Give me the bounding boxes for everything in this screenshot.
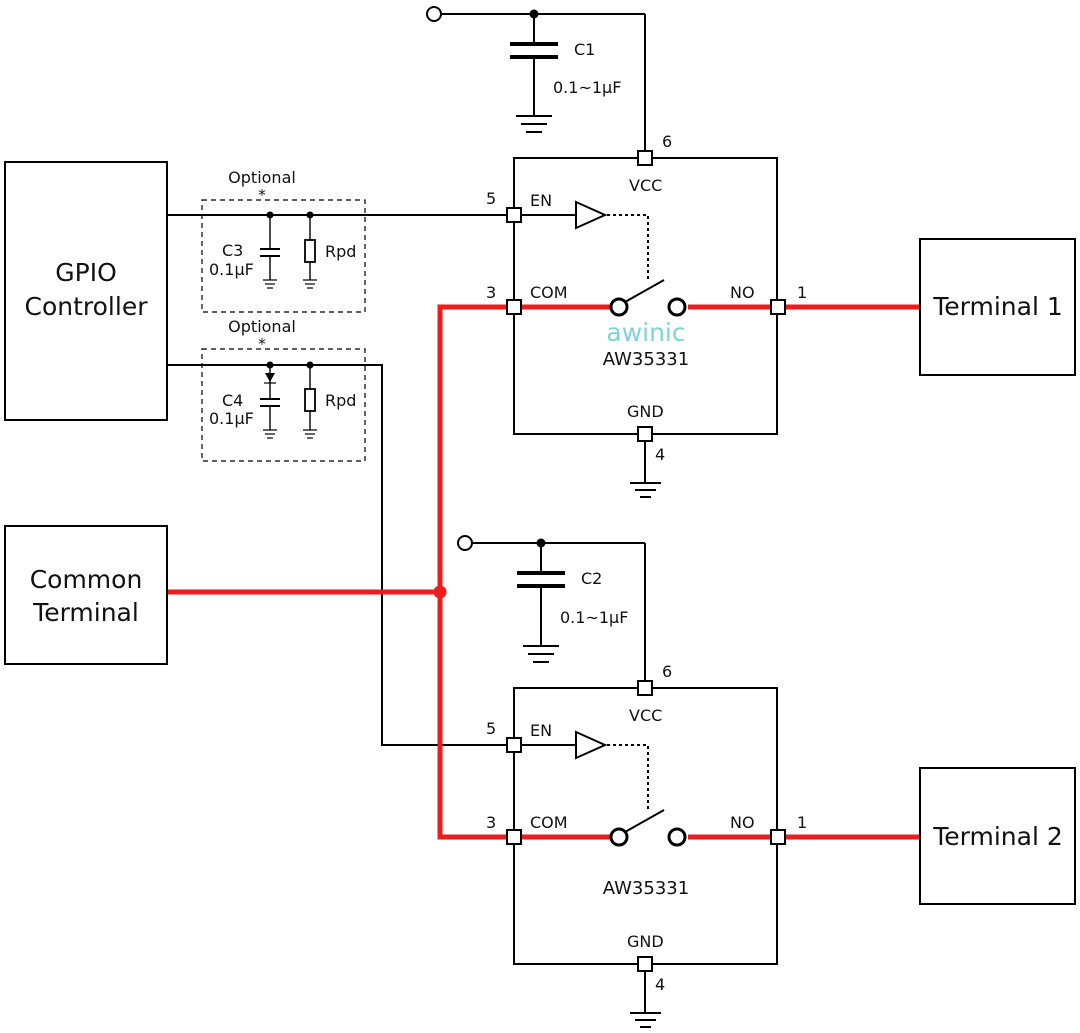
- chip-1: VCC EN COM NO GND 6 5 3 1 4 awinic AW353…: [486, 132, 807, 498]
- common-terminal-block: Common Terminal: [4, 525, 168, 665]
- gpio-controller-block: GPIO Controller: [4, 161, 168, 421]
- supply-c1: C1 0.1~1µF: [426, 6, 621, 133]
- optional-network-top: Optional * C3 0.1µF Rpd: [201, 168, 366, 313]
- optional-top-star: *: [258, 186, 266, 204]
- c2-value: 0.1~1µF: [560, 608, 628, 627]
- ground-icon: [303, 279, 317, 289]
- signal-wires: [168, 13, 646, 1012]
- supply-terminal-icon: [426, 6, 442, 22]
- pin-no-number: 1: [797, 813, 807, 832]
- terminal-2-block: Terminal 2: [919, 767, 1076, 905]
- pin-vcc-number: 6: [662, 132, 672, 151]
- optional-network-bottom: Optional * C4 0.1µF Rpd: [201, 317, 366, 462]
- common-label-line2: Terminal: [32, 598, 139, 627]
- pin-gnd: [637, 426, 653, 442]
- ground-icon: [303, 429, 317, 439]
- switch-contact-icon: [609, 297, 629, 317]
- ground-icon: [516, 115, 552, 133]
- terminal-1-label: Terminal 1: [932, 292, 1063, 321]
- chip-2: VCC EN COM NO GND 6 5 3 1 4 AW35331: [486, 662, 807, 1028]
- common-label-line1: Common: [30, 565, 143, 594]
- pin-no: [770, 829, 786, 845]
- ground-icon: [630, 482, 661, 498]
- rpd-bottom-name: Rpd: [325, 391, 356, 410]
- pin-com-label: COM: [530, 813, 568, 832]
- pin-gnd-number: 4: [655, 445, 665, 464]
- pin-vcc-number: 6: [662, 662, 672, 681]
- c4-value: 0.1µF: [209, 409, 254, 428]
- switch-contact-icon: [667, 297, 687, 317]
- terminal-1-block: Terminal 1: [919, 238, 1076, 376]
- pin-vcc-label: VCC: [629, 176, 662, 195]
- c1-name: C1: [574, 40, 595, 59]
- pin-vcc: [637, 680, 653, 696]
- pin-gnd-label: GND: [627, 932, 664, 951]
- chip-2-part-number: AW35331: [603, 878, 689, 899]
- signal-path: [168, 304, 920, 840]
- c4-name: C4: [222, 391, 243, 410]
- optional-bottom-title: Optional: [228, 317, 296, 336]
- switch-contact-icon: [609, 827, 629, 847]
- optional-top-title: Optional: [228, 168, 296, 187]
- pin-com-number: 3: [486, 813, 496, 832]
- resistor-icon: [304, 388, 316, 412]
- switch-contact-icon: [667, 827, 687, 847]
- c2-name: C2: [581, 569, 602, 588]
- pin-en-number: 5: [486, 189, 496, 208]
- pin-no-label: NO: [730, 813, 755, 832]
- buffer-icon: [575, 730, 608, 760]
- buffer-icon: [575, 200, 608, 230]
- pin-en: [506, 737, 522, 753]
- awinic-logo: awinic: [606, 318, 685, 347]
- pin-no-number: 1: [797, 283, 807, 302]
- gpio-label-line2: Controller: [25, 292, 149, 321]
- terminal-2-label: Terminal 2: [932, 822, 1063, 851]
- pin-en: [506, 207, 522, 223]
- pin-en-label: EN: [530, 191, 552, 210]
- pin-gnd: [637, 956, 653, 972]
- ground-icon: [263, 429, 277, 439]
- optional-bottom-star: *: [258, 335, 266, 353]
- c3-value: 0.1µF: [209, 260, 254, 279]
- chip-1-part-number: AW35331: [603, 349, 689, 370]
- supply-terminal-icon: [457, 535, 473, 551]
- pin-gnd-number: 4: [655, 975, 665, 994]
- pin-en-number: 5: [486, 719, 496, 738]
- gpio-label-line1: GPIO: [55, 258, 117, 287]
- c1-value: 0.1~1µF: [553, 78, 621, 97]
- ground-icon: [630, 1012, 661, 1028]
- supply-c2: C2 0.1~1µF: [457, 535, 628, 663]
- c3-name: C3: [222, 241, 243, 260]
- pin-com-number: 3: [486, 283, 496, 302]
- ground-icon: [523, 645, 559, 663]
- pin-gnd-label: GND: [627, 402, 664, 421]
- switch-blade-icon: [624, 809, 665, 833]
- pin-com: [506, 299, 522, 315]
- pin-en-label: EN: [530, 721, 552, 740]
- pin-com-label: COM: [530, 283, 568, 302]
- ground-icon: [263, 279, 277, 289]
- pin-vcc: [637, 150, 653, 166]
- pin-no-label: NO: [730, 283, 755, 302]
- rpd-top-name: Rpd: [325, 242, 356, 261]
- pin-no: [770, 299, 786, 315]
- pin-com: [506, 829, 522, 845]
- switch-blade-icon: [624, 279, 665, 303]
- junction-dot: [433, 585, 447, 599]
- resistor-icon: [304, 239, 316, 263]
- pin-vcc-label: VCC: [629, 706, 662, 725]
